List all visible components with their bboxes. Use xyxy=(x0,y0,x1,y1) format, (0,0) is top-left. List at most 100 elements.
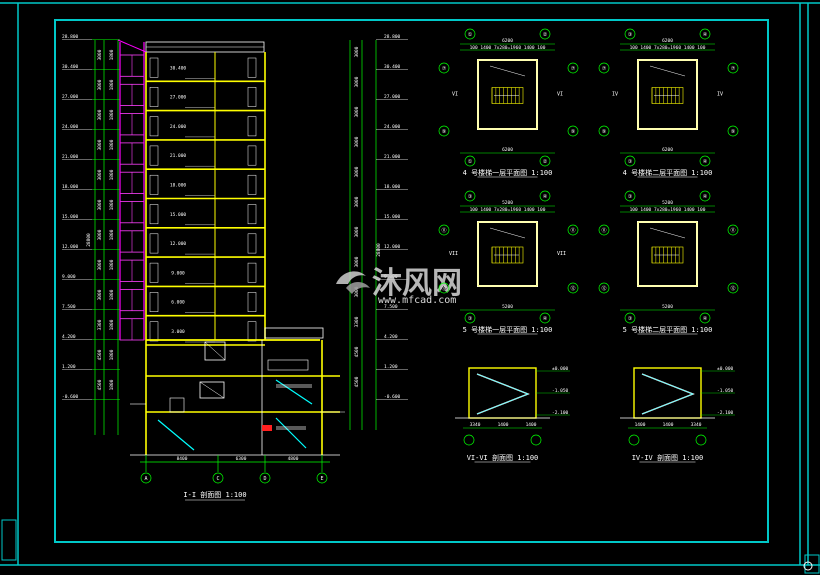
plan-grid-label: ④ xyxy=(703,32,708,38)
right-storey-dim: 3000 xyxy=(354,196,360,207)
plan-wall-inner xyxy=(637,59,698,130)
storey-dim: 3000 xyxy=(97,139,103,150)
plan-side-label: ⑦ xyxy=(602,66,607,72)
roof-parapet xyxy=(117,39,265,53)
plan-side-bubble xyxy=(567,125,579,137)
plan-grid-label: ③ xyxy=(628,194,633,200)
plan-side-bubble xyxy=(567,62,579,74)
plan-grid-label: ③ xyxy=(468,316,473,322)
window-opening xyxy=(149,204,159,225)
right-storey-dim: 3000 xyxy=(354,166,360,177)
right-storey-dim: 3000 xyxy=(354,286,360,297)
window-dim: 1800 xyxy=(109,169,115,180)
storey-dim: 3000 xyxy=(97,49,103,60)
window-opening xyxy=(149,145,159,166)
section-level-label: ±0.000 xyxy=(552,366,569,372)
plan-grid-label: ④ xyxy=(703,316,708,322)
grid-label-a: A xyxy=(144,476,147,482)
plan-section-mark: VI xyxy=(557,92,563,98)
floor-level-label: 24.000 xyxy=(170,124,187,130)
window-opening xyxy=(149,57,159,78)
floor-level-label: 12.000 xyxy=(170,241,187,247)
right-storey-dim: 4500 xyxy=(354,376,360,387)
plan-side-label: ⑨ xyxy=(602,129,607,135)
main-walls xyxy=(145,52,266,340)
section-level-label: ±0.000 xyxy=(717,366,734,372)
left-level-label: 12.000 xyxy=(62,244,79,250)
window-opening xyxy=(149,116,159,137)
plan-grid-label: ④ xyxy=(703,194,708,200)
plan-bottom-dim: 5200 xyxy=(662,304,673,310)
podium-block xyxy=(130,327,340,456)
left-level-label: 28.800 xyxy=(62,34,79,40)
plan-break-line xyxy=(649,65,686,77)
plan-section-mark: VI xyxy=(452,92,458,98)
plan-grid-label: ④ xyxy=(703,159,708,165)
floor-level-label: 15.000 xyxy=(170,212,187,218)
plan-sub-dims: 100 1400 7x280=1960 1400 100 xyxy=(630,45,706,51)
podium-stairs xyxy=(157,379,313,451)
plan-grid-bubble xyxy=(624,28,636,40)
right-level-label: 4.200 xyxy=(384,334,398,340)
plan-top-dim: 6200 xyxy=(502,38,513,44)
total-height-dim: 28800 xyxy=(376,243,382,257)
right-storey-dim: 3300 xyxy=(354,316,360,327)
storey-dim: 4500 xyxy=(97,379,103,390)
plan-grid-bubble xyxy=(699,190,711,202)
window-opening xyxy=(247,262,257,283)
plan-grid-bubble xyxy=(699,155,711,167)
plan-side-label: ⑨ xyxy=(731,129,736,135)
storey-dim: 3000 xyxy=(97,229,103,240)
section-stair-edge xyxy=(476,373,529,415)
plan-side-bubble xyxy=(598,62,610,74)
left-level-label: 9.000 xyxy=(62,274,76,280)
plan-side-label: ⑪ xyxy=(570,227,575,234)
window-opening xyxy=(247,145,257,166)
window-dim: 1800 xyxy=(109,289,115,300)
window-opening xyxy=(247,321,257,342)
plan-section-mark: VII xyxy=(557,251,566,257)
plan-bottom-dim: 6200 xyxy=(662,147,673,153)
right-level-label: 28.800 xyxy=(384,34,401,40)
plan-grid-label: ④ xyxy=(543,194,548,200)
section-grid-bubble xyxy=(530,434,542,446)
plan-side-bubble xyxy=(438,125,450,137)
left-level-ticks: 28.80030.40027.00024.00021.00018.00015.0… xyxy=(62,34,120,400)
section-bottom-dim: 1400 xyxy=(526,422,537,428)
right-storey-dim: 3000 xyxy=(354,136,360,147)
plan-top-dim: 5200 xyxy=(662,200,673,206)
left-level-label: 1.200 xyxy=(62,364,76,370)
grid-label-e: E xyxy=(320,476,323,482)
right-level-label: -0.600 xyxy=(384,394,401,400)
plan-grid-label: ③ xyxy=(628,316,633,322)
plan-top-dim: 5200 xyxy=(502,200,513,206)
right-level-label: 12.000 xyxy=(384,244,401,250)
plan-side-label: ⑪ xyxy=(441,227,446,234)
plan-title: 5 号楼梯二层平面图 1:100 xyxy=(623,325,713,334)
window-opening xyxy=(247,87,257,107)
window-opening xyxy=(149,87,159,107)
plan-grid-bubble xyxy=(464,312,476,324)
plan-side-label: ⑫ xyxy=(570,285,575,292)
floor-level-label: 18.000 xyxy=(170,183,187,189)
right-storey-dim: 3000 xyxy=(354,226,360,237)
left-level-label: 30.400 xyxy=(62,64,79,70)
plan-grid-bubble xyxy=(539,155,551,167)
section-level-label: -1.050 xyxy=(717,388,734,394)
right-storey-dim: 3000 xyxy=(354,46,360,57)
watermark: 沐风网 www.mfcad.com xyxy=(336,266,462,306)
floor-level-label: 21.000 xyxy=(170,153,187,159)
watermark-logo xyxy=(336,271,370,294)
window-dim: 1800 xyxy=(109,259,115,270)
window-column xyxy=(119,42,145,341)
window-opening xyxy=(247,174,257,195)
plan-break-line xyxy=(489,227,526,239)
plan-side-label: ⑪ xyxy=(730,227,735,234)
left-level-label: 4.200 xyxy=(62,334,76,340)
window-opening xyxy=(149,262,159,283)
